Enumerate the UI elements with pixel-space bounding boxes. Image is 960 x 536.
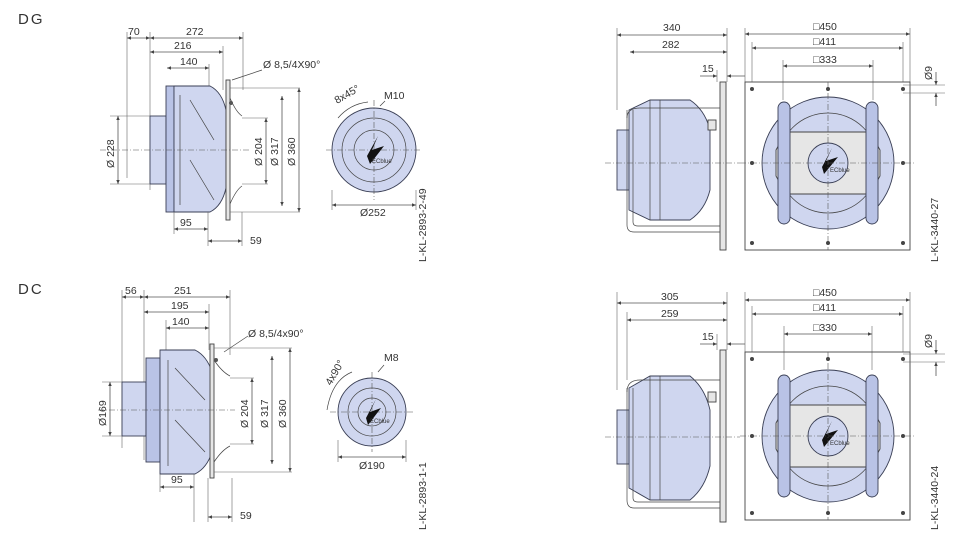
brand-label: ECblue: [830, 441, 850, 447]
section-title: DC: [18, 281, 44, 298]
frame-side-view-dg: 340 282 15: [605, 22, 745, 251]
brand-label: ECblue: [370, 419, 390, 425]
dim-70: 70: [128, 26, 140, 38]
dim-dia-360: Ø 360: [277, 399, 289, 428]
brand-logo: [822, 148, 838, 174]
brand-label: ECblue: [830, 168, 850, 174]
dim-95: 95: [171, 474, 183, 486]
section-dc: DC 56 251 195 140: [18, 281, 945, 530]
dim-251: 251: [174, 285, 192, 297]
angle-label: 8x45°: [333, 83, 362, 107]
dim-sq-450: □450: [813, 21, 837, 33]
dim-140: 140: [172, 316, 190, 328]
dim-dia-228: Ø 228: [105, 139, 117, 168]
dim-305: 305: [661, 291, 679, 303]
brand-logo: [822, 421, 838, 447]
frame-front-view-dg: □450 □411 □333 ECblue Ø9 L-KL-3440-27: [740, 21, 945, 262]
dim-216: 216: [174, 40, 192, 52]
drawing-code: L-KL-2893-2-49: [417, 188, 429, 262]
thread-label: M8: [384, 352, 399, 364]
dim-dia-204: Ø 204: [239, 399, 251, 428]
brand-label: ECblue: [372, 159, 392, 165]
square-plate: [744, 81, 911, 251]
dim-dia-252: Ø252: [360, 207, 386, 219]
frame-side-view-dc: 305 259 15: [605, 291, 745, 523]
dim-272: 272: [186, 26, 204, 38]
holes-label: Ø 8,5/4x90°: [248, 328, 304, 340]
thread-label: M10: [384, 90, 405, 102]
frame-front-view-dc: □450 □411 □330 ECblue Ø9 L-KL-3440-24: [740, 287, 945, 530]
section-dg: DG 70 272 216 140: [18, 11, 945, 262]
dim-sq-411: □411: [813, 36, 836, 48]
dim-hole-9: Ø9: [923, 66, 935, 80]
dim-dia-169: Ø169: [97, 400, 109, 426]
front-view-dc: ECblue 4x90° M8 Ø190 L-KL-2893-1-1: [323, 352, 429, 530]
dim-282: 282: [662, 39, 680, 51]
dim-dia-360: Ø 360: [286, 137, 298, 166]
brand-logo: [366, 399, 381, 425]
drawing-code: L-KL-3440-24: [929, 466, 941, 530]
mount-plate: [719, 81, 727, 251]
dim-dia-317: Ø 317: [269, 137, 281, 166]
holes-label: Ø 8,5/4X90°: [263, 59, 320, 71]
dim-sq-411: □411: [813, 302, 836, 314]
angle-label: 4x90°: [323, 358, 347, 387]
dim-59: 59: [240, 510, 252, 522]
dim-56: 56: [125, 285, 137, 297]
dim-dia-317: Ø 317: [259, 399, 271, 428]
dim-sq-450: □450: [813, 287, 837, 299]
dim-340: 340: [663, 22, 681, 34]
dim-dia-204: Ø 204: [253, 137, 265, 166]
dim-15: 15: [702, 63, 714, 75]
dim-dia-190: Ø190: [359, 460, 385, 472]
front-view-dg: ECblue 8x45° M10 Ø252 L-KL-2893-2-49: [326, 83, 429, 262]
drawing-code: L-KL-2893-1-1: [417, 462, 429, 530]
dim-140: 140: [180, 56, 198, 68]
dim-hole-9: Ø9: [923, 334, 935, 348]
section-title: DG: [18, 11, 45, 28]
impeller-body: [173, 85, 227, 213]
brand-logo: [367, 136, 384, 164]
side-view-dc: 56 251 195 140 Ø169 Ø 8,5/4x90°: [97, 285, 304, 522]
side-view-dg: 70 272 216 140 Ø 228 Ø 8,5/4X90°: [100, 26, 320, 247]
dim-59: 59: [250, 235, 262, 247]
dim-sq-330: □330: [813, 322, 837, 334]
dim-195: 195: [171, 300, 189, 312]
dim-15: 15: [702, 331, 714, 343]
dim-259: 259: [661, 308, 679, 320]
drawing-code: L-KL-3440-27: [929, 198, 941, 262]
dim-95: 95: [180, 217, 192, 229]
dim-sq-333: □333: [813, 54, 837, 66]
